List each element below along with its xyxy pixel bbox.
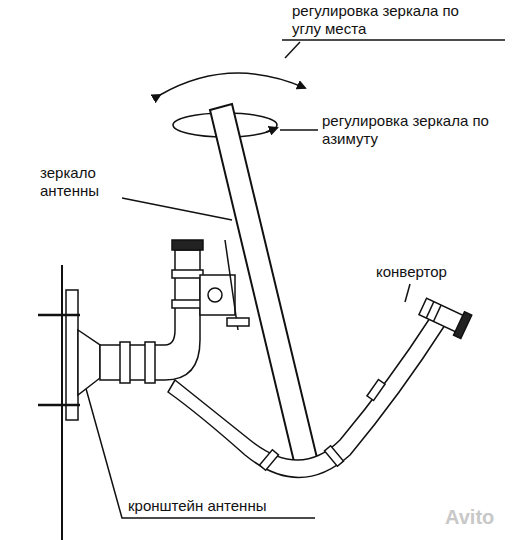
part-label: кронштейн антенны — [128, 497, 328, 515]
leader-line — [280, 129, 318, 131]
dish-mirror — [210, 104, 318, 470]
part-label: регулировка зеркала по углу места — [292, 2, 477, 38]
tube-clamp — [172, 300, 203, 308]
tube-cap — [172, 240, 203, 250]
wall-bolt — [38, 404, 80, 407]
converter — [417, 295, 471, 339]
mount-pivot — [208, 288, 222, 302]
bracket-clamp — [120, 342, 130, 383]
leader-line — [282, 39, 505, 41]
leader-line — [122, 198, 232, 220]
arm-clamp — [260, 450, 279, 470]
bracket-flange — [78, 330, 100, 395]
azimuth-arrow — [266, 128, 277, 132]
mount-clamp — [227, 318, 249, 326]
watermark: Avito — [445, 508, 510, 526]
bracket-clamp — [145, 342, 155, 383]
part-label: зеркало антенны — [40, 164, 150, 200]
arm-clamp — [367, 380, 385, 401]
dish-mount — [200, 275, 235, 315]
converter-arm — [168, 318, 445, 478]
wall-plate — [66, 290, 78, 420]
part-label: конвертор — [376, 263, 486, 281]
mount-rod — [225, 240, 238, 330]
part-label: регулировка зеркала по азимуту — [322, 112, 512, 148]
tube-clamp — [172, 270, 203, 278]
leader-line — [285, 42, 300, 58]
leader-line — [405, 284, 410, 302]
wall-line — [61, 265, 63, 540]
elevation-arrow — [160, 73, 305, 95]
wall-bolt — [38, 314, 80, 317]
arm-clamp — [325, 446, 344, 466]
